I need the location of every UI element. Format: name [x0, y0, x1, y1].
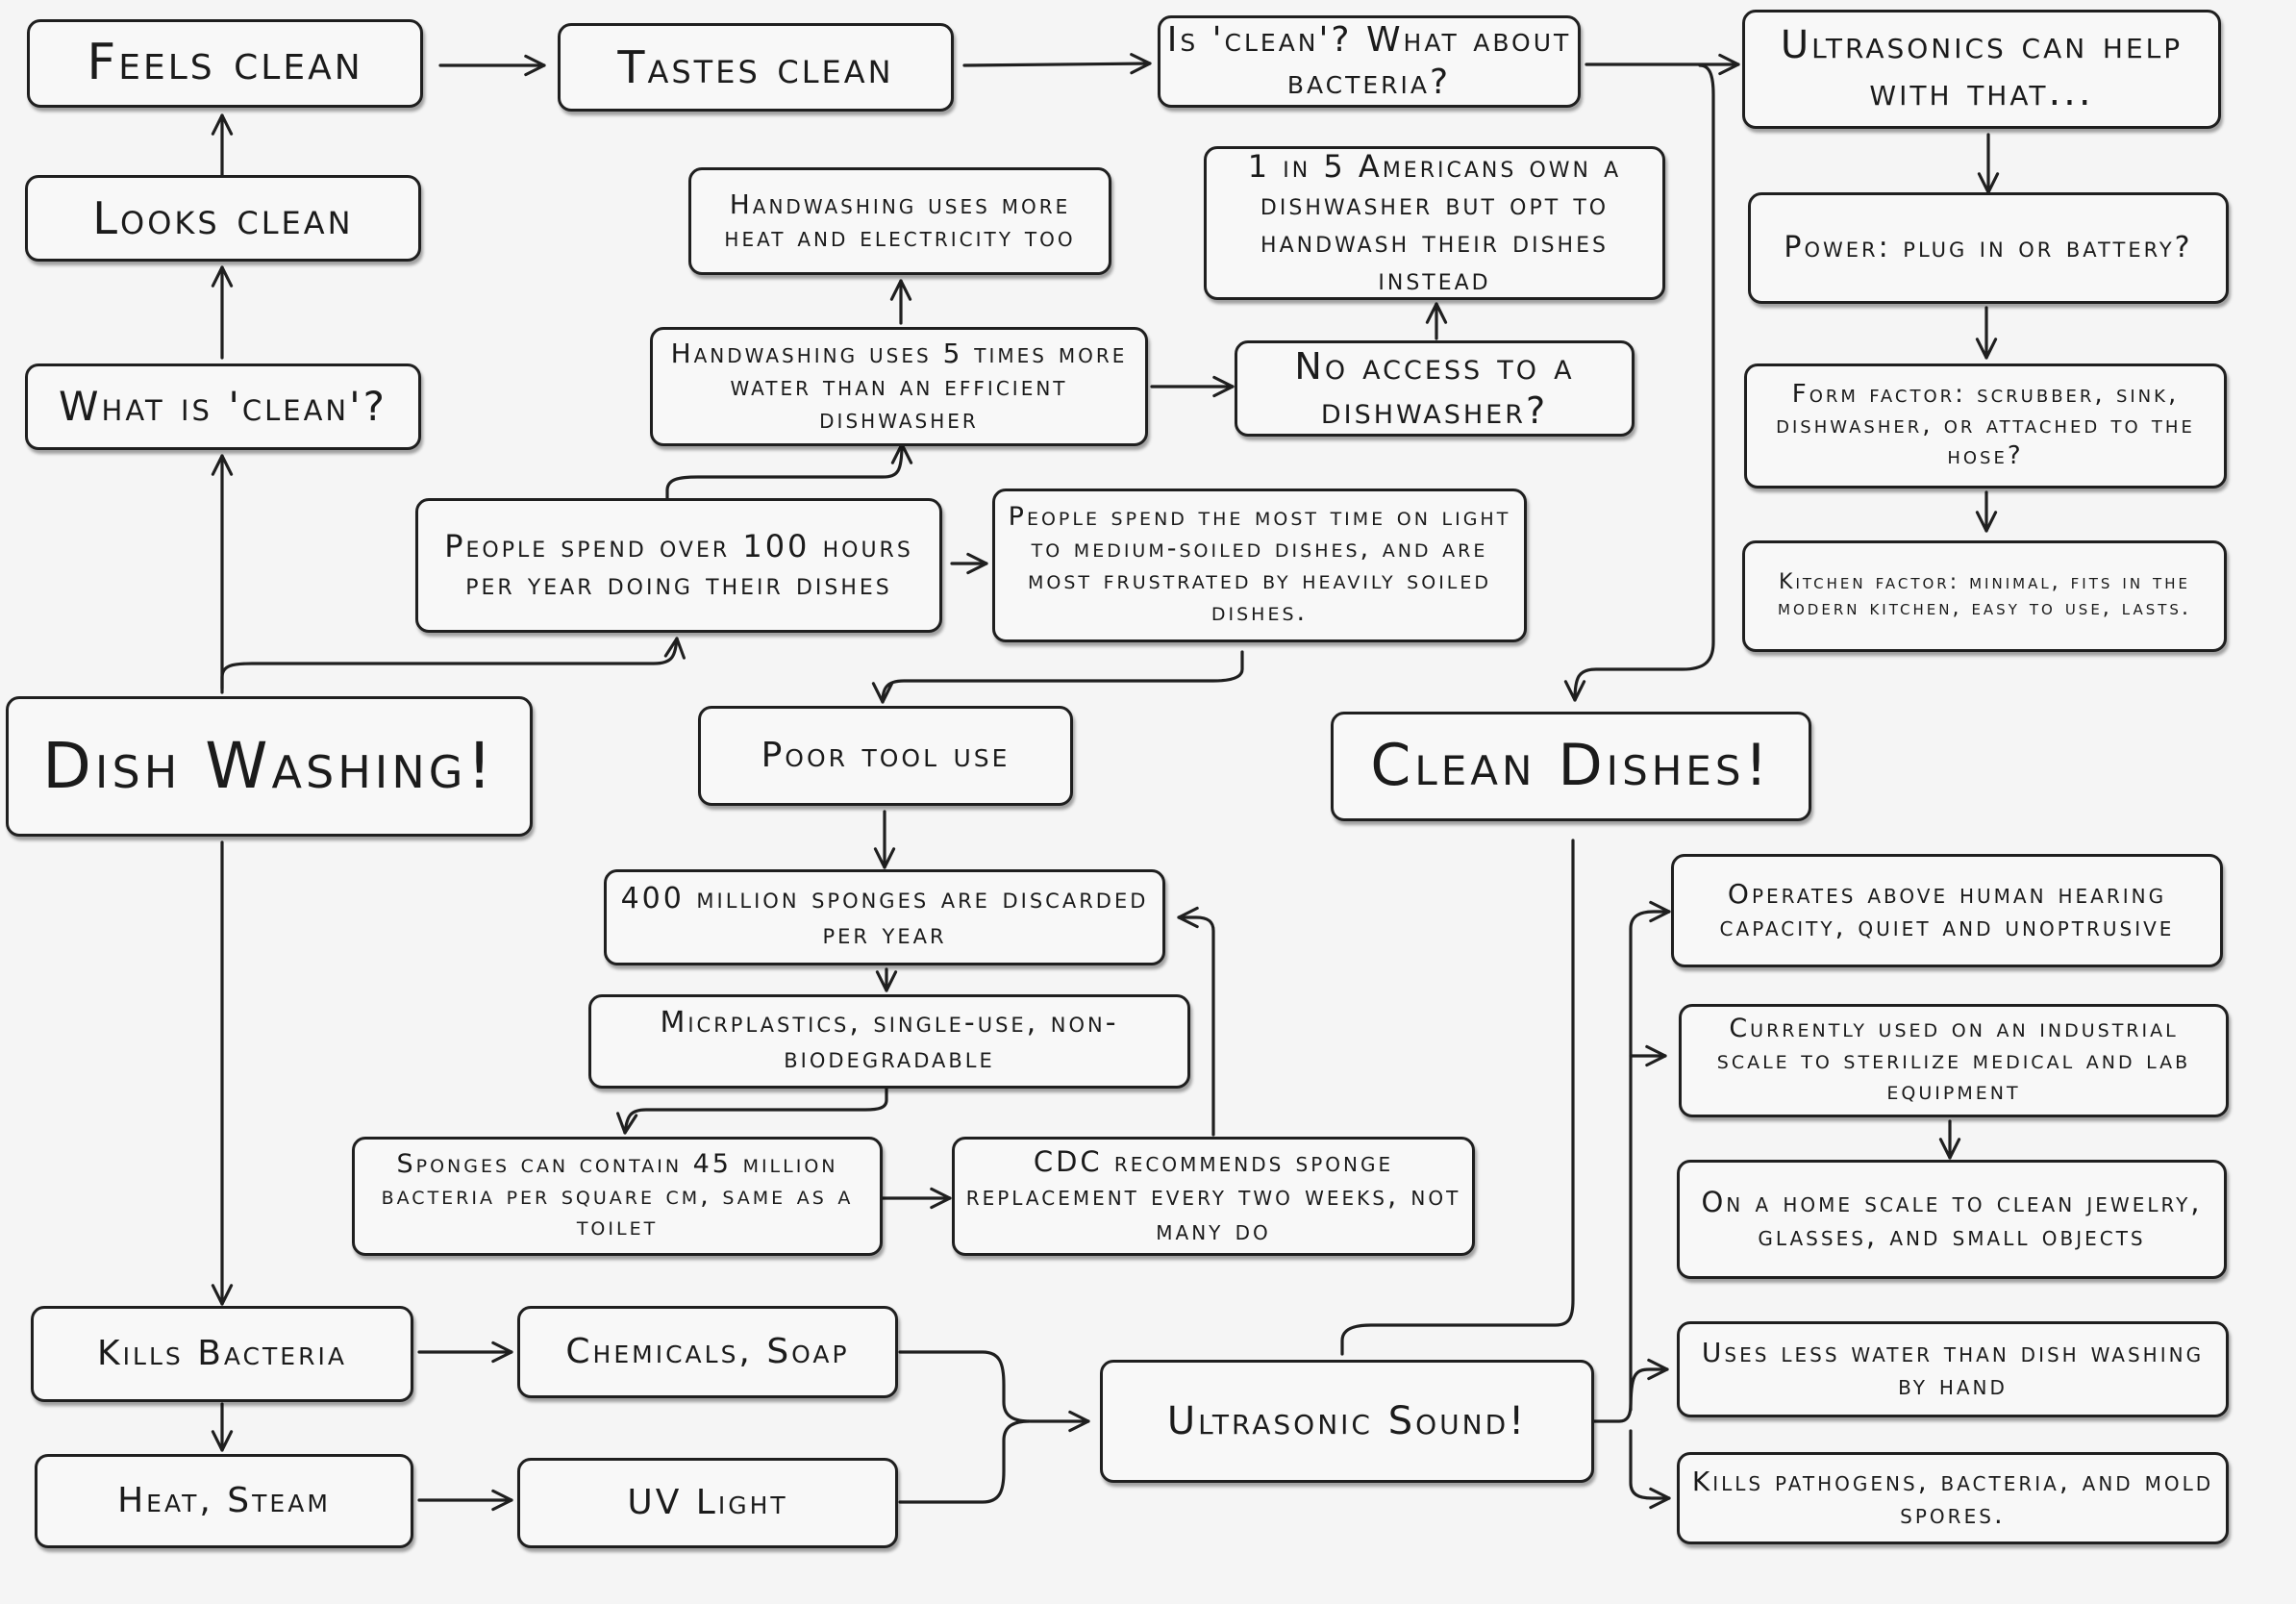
- uv-light-node: UV Light: [517, 1458, 898, 1548]
- kills-bacteria-node: Kills Bacteria: [31, 1306, 413, 1402]
- heat-steam-node: Heat, Steam: [35, 1454, 413, 1548]
- dish-washing-node: Dish Washing!: [6, 696, 533, 837]
- sponges-discarded-node: 400 million sponges are discarded per ye…: [604, 869, 1165, 965]
- arrow-branch-operates: [1590, 900, 1671, 1423]
- arrow-dish-to-people-hours: [220, 637, 686, 690]
- poor-tool-use-node: Poor tool use: [698, 706, 1073, 806]
- arrow-is-clean-to-clean-dishes: [1563, 63, 1715, 702]
- is-clean-bacteria-node: Is 'clean'? What about bacteria?: [1158, 15, 1581, 108]
- arrow-microplastics-to-bacteria: [616, 1087, 888, 1135]
- arrow-people-hours-to-water: [665, 442, 913, 502]
- cdc-node: CDC recommends sponge replacement every …: [952, 1137, 1475, 1256]
- ultrasonics-help-node: Ultrasonics can help with that...: [1742, 10, 2221, 129]
- chemicals-soap-node: Chemicals, Soap: [517, 1306, 898, 1398]
- tastes-clean-node: Tastes clean: [558, 23, 954, 112]
- sponges-bacteria-node: Sponges can contain 45 million bacteria …: [352, 1137, 883, 1256]
- people-hours-node: People spend over 100 hours per year doi…: [415, 498, 942, 633]
- feels-clean-node: Feels clean: [27, 19, 423, 108]
- arrow-ultrasonic-to-clean-dishes: [1340, 839, 1575, 1356]
- power-node: Power: plug in or battery?: [1748, 192, 2229, 304]
- arrow-time-to-poor-tool: [871, 650, 1244, 704]
- arrow-cdc-to-sponges: [1177, 906, 1215, 1137]
- clean-dishes-node: Clean Dishes!: [1331, 712, 1811, 821]
- kills-pathogens-node: Kills pathogens, bacteria, and mold spor…: [1677, 1452, 2229, 1544]
- arrow-uv-merge: [898, 1419, 1031, 1504]
- people-time-node: People spend the most time on light to m…: [992, 489, 1527, 642]
- arrow-tastes-to-is-clean: [962, 53, 1152, 75]
- operates-above-node: Operates above human hearing capacity, q…: [1671, 854, 2223, 967]
- arrow-branch-pathogens: [1629, 1429, 1671, 1510]
- uses-less-water-node: Uses less water than dish washing by han…: [1677, 1321, 2229, 1417]
- looks-clean-node: Looks clean: [25, 175, 421, 262]
- arrow-merge-to-ultrasonic: [898, 1350, 1090, 1433]
- home-scale-node: On a home scale to clean jewelry, glasse…: [1677, 1160, 2227, 1279]
- no-access-node: No access to a dishwasher?: [1235, 340, 1635, 437]
- americans-dishwasher-node: 1 in 5 Americans own a dishwasher but op…: [1204, 146, 1665, 300]
- handwashing-water-node: Handwashing uses 5 times more water than…: [650, 327, 1148, 446]
- arrow-branch-less-water: [1629, 1358, 1669, 1412]
- what-is-clean-node: What is 'clean'?: [25, 363, 421, 450]
- kitchen-factor-node: Kitchen factor: minimal, fits in the mod…: [1742, 540, 2227, 652]
- form-factor-node: Form factor: scrubber, sink, dishwasher,…: [1744, 363, 2227, 489]
- industrial-node: Currently used on an industrial scale to…: [1679, 1004, 2229, 1117]
- handwashing-heat-node: Handwashing uses more heat and electrici…: [688, 167, 1111, 275]
- microplastics-node: Micrplastics, single-use, non-biodegrada…: [588, 994, 1190, 1089]
- ultrasonic-sound-node: Ultrasonic Sound!: [1100, 1360, 1594, 1483]
